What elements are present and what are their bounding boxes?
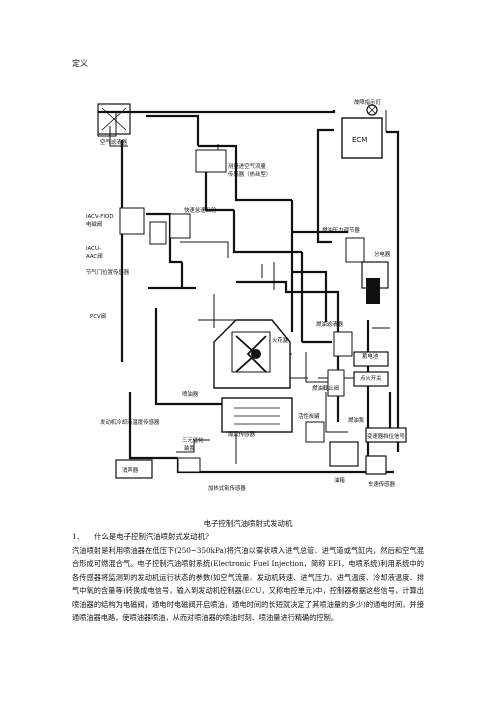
ecm-box [341,117,383,159]
label-vehicle-speed-sensor: 车速传感器 [368,480,396,488]
label-catalyst-2: 装置 [184,444,195,452]
label-pcv: PCV阀 [90,312,106,320]
label-spark-plug: 火花塞 [272,336,289,344]
battery-box [353,351,389,367]
label-canister: 活性炭罐 [298,412,320,420]
label-fault-lamp: 故障指示灯 [354,98,382,106]
transmission-signal-box [365,427,407,443]
label-catalyst-1: 三元催化 [182,436,204,444]
label-iacu-1: IACU- [86,246,101,252]
question-text: 什么是电子控制汽油喷射式发动机? [94,532,209,541]
iacv-valve [119,207,145,235]
label-coolant-temp-sensor: 发动机冷却液温度传感器 [100,418,160,426]
label-ecm: ECM [352,136,367,144]
label-heated-o2-sensor: 加热式氧传感器 [208,484,246,492]
label-iacv-2: 电磁阀 [86,220,102,228]
label-fuel-pump: 燃油泵 [348,416,365,424]
question-heading: 1、什么是电子控制汽油喷射式发动机? [72,531,209,542]
efi-engine-diagram: 空气滤清器 故障指示灯 ECM 测量进空气流量 传感器（热丝型） IACV-FI… [86,98,407,492]
muffler-box [115,459,153,479]
fuel-tank [329,441,359,467]
label-iacv-1: IACV-FIOD [86,214,113,220]
page-label: 定义 [72,59,88,68]
crankcase [221,397,293,433]
label-battery: 蓄电池 [362,352,379,360]
label-muffler: 消声器 [122,466,139,474]
label-ignition-switch: 点火开关 [360,374,382,382]
label-injector: 喷油器 [182,390,199,398]
label-fuel-cut-valve: 燃油截止阀 [312,384,339,392]
label-fuel-filter: 燃油滤清器 [316,320,344,328]
fuel-pressure-regulator-body [345,237,365,263]
air-filter-box [97,103,131,135]
body-paragraph: 汽油喷射是利用喷油器在低压下(250~350kPa)将汽油以雾状喷入进气总管、进… [72,546,424,623]
fuel-filter-body [333,331,353,357]
label-distributor: 分电器 [374,250,391,258]
fault-lamp-symbol [366,104,378,116]
fuel-cut-valve [327,369,345,397]
label-tank: 油箱 [334,476,345,484]
figure-caption: 电子控制汽油喷射式发动机 [203,519,293,528]
label-tps: 节气门位置传感器 [86,268,130,276]
label-knock-sensor: 爆震传感器 [228,430,256,438]
throttle-body [169,213,191,239]
fuel-pump-body [305,421,325,443]
label-fuel-pressure-regulator: 燃油压力调节器 [322,226,360,234]
label-maf-sensor-1: 测量进空气流量 [228,162,266,170]
catalyst-body [177,457,201,473]
label-maf-sensor-2: 传感器（热丝型） [228,170,271,178]
label-iacu-2: AAC阀 [86,252,103,260]
maf-sensor-body [195,149,227,173]
label-transmission-signal: 变速器挡位信号 [367,432,405,440]
label-air-filter: 空气滤清器 [100,138,128,146]
vehicle-speed-sensor-body [365,455,387,475]
iacu-valve [149,221,167,245]
label-fast-idle-cam: 快速怠速凸轮 [184,206,217,214]
distributor-cap [366,278,380,304]
question-number: 1、 [72,532,85,541]
ignition-switch-box [353,371,389,387]
